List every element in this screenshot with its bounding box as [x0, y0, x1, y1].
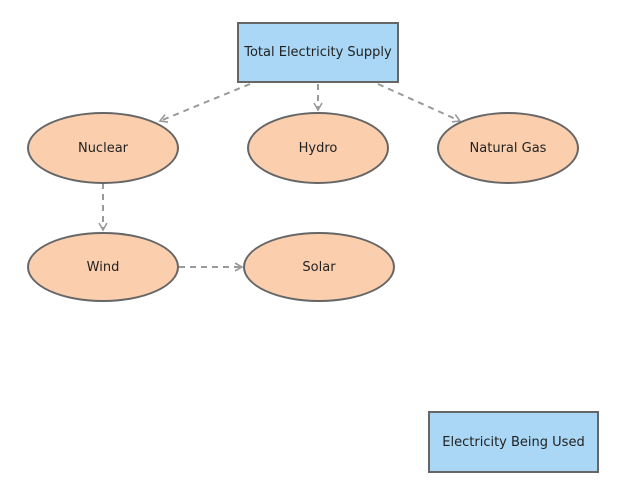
node-nuclear[interactable]: Nuclear — [27, 112, 179, 184]
node-label: Solar — [302, 259, 336, 275]
node-label: Electricity Being Used — [442, 434, 585, 450]
node-label: Natural Gas — [469, 140, 547, 156]
node-total-electricity-supply[interactable]: Total Electricity Supply — [237, 22, 399, 83]
node-solar[interactable]: Solar — [243, 232, 395, 302]
node-hydro[interactable]: Hydro — [247, 112, 389, 184]
node-label: Nuclear — [77, 140, 129, 156]
edge-supply-to-nuclear — [158, 83, 251, 123]
edge-supply-to-natural-gas — [377, 83, 462, 123]
node-wind[interactable]: Wind — [27, 232, 179, 302]
node-label: Hydro — [298, 140, 338, 156]
node-electricity-being-used[interactable]: Electricity Being Used — [428, 411, 599, 473]
node-label: Total Electricity Supply — [244, 45, 392, 60]
node-natural-gas[interactable]: Natural Gas — [437, 112, 579, 184]
node-label: Wind — [86, 259, 120, 275]
